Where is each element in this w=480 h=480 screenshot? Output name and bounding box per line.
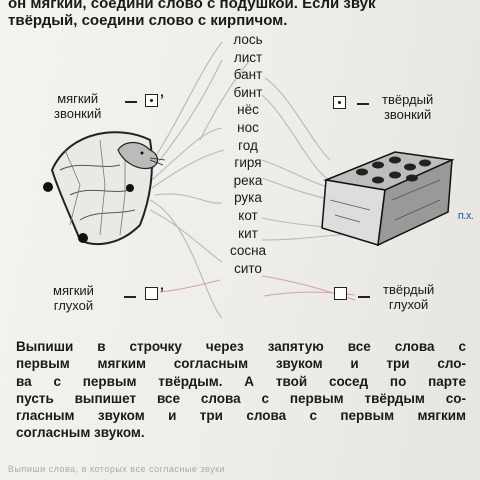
word-item: гиря bbox=[234, 155, 262, 171]
label-line: мягкий bbox=[53, 283, 94, 298]
word-item: река bbox=[233, 172, 263, 188]
task-line: согласным звуком. bbox=[16, 425, 145, 441]
dash bbox=[357, 103, 369, 105]
word-item: сосна bbox=[229, 243, 267, 259]
task-line: первым мягким согласным звуком и три сло… bbox=[16, 356, 466, 372]
word-item: кот bbox=[238, 207, 258, 223]
word-item: рука bbox=[234, 190, 262, 206]
label-hard-voiceless: твёрдый глухой bbox=[383, 282, 434, 312]
word-item: кит bbox=[238, 225, 258, 241]
word-item: сито bbox=[234, 260, 262, 276]
word-list: лось лист бант бинт нёс нос год гиря рек… bbox=[213, 31, 283, 277]
header-line-2: твёрдый, соедини слово с кирпичом. bbox=[8, 12, 288, 29]
word-item: бинт bbox=[233, 84, 263, 100]
task-text: Выпиши в строчку через запятую все слова… bbox=[16, 338, 466, 442]
margin-note: П.Х. bbox=[458, 212, 474, 221]
word-item: лось bbox=[233, 32, 263, 47]
task-line: Выпиши в строчку через запятую все слова… bbox=[16, 339, 466, 354]
sound-square-hard-voiceless bbox=[334, 287, 347, 300]
word-item: лист bbox=[233, 49, 263, 65]
dot-icon bbox=[149, 98, 153, 102]
instruction-header: он мягкий, соедини слово с подушкой. Есл… bbox=[8, 0, 468, 29]
sound-square-hard-voiced bbox=[333, 96, 346, 109]
word-item: год bbox=[238, 137, 258, 153]
sound-square-soft-voiced bbox=[145, 94, 158, 107]
dash bbox=[124, 296, 136, 298]
dash bbox=[125, 101, 137, 103]
label-line: твёрдый bbox=[383, 282, 435, 297]
soft-mark-icon: ’ bbox=[160, 91, 164, 107]
task-line: пусть выпишет все слова с первым твёрдым… bbox=[16, 390, 466, 406]
label-soft-voiced: мягкий звонкий bbox=[54, 91, 101, 121]
soft-mark-icon: ’ bbox=[160, 284, 164, 300]
label-line: глухой bbox=[53, 298, 94, 313]
label-line: звонкий bbox=[383, 107, 432, 122]
sound-square-soft-voiceless bbox=[145, 287, 158, 300]
word-item: бант bbox=[233, 67, 263, 83]
task-line: гласным звуком и три слова с первым мягк… bbox=[16, 408, 466, 424]
label-hard-voiced: твёрдый звонкий bbox=[382, 92, 433, 122]
header-line-1: он мягкий, соедини слово с подушкой. Есл… bbox=[8, 0, 376, 12]
faded-next-task-text: Выпиши слова, в которых все согласные зв… bbox=[8, 464, 226, 474]
label-line: твёрдый bbox=[382, 92, 434, 107]
word-item: нос bbox=[237, 119, 259, 135]
dash bbox=[358, 296, 370, 298]
label-soft-voiceless: мягкий глухой bbox=[53, 283, 94, 313]
word-item: нёс bbox=[237, 102, 259, 118]
label-line: мягкий bbox=[57, 91, 99, 106]
dot-icon bbox=[337, 100, 341, 104]
label-line: глухой bbox=[388, 297, 429, 312]
label-line: звонкий bbox=[54, 106, 102, 121]
task-line: ва с первым твёрдым. А твой сосед по пар… bbox=[16, 373, 466, 389]
